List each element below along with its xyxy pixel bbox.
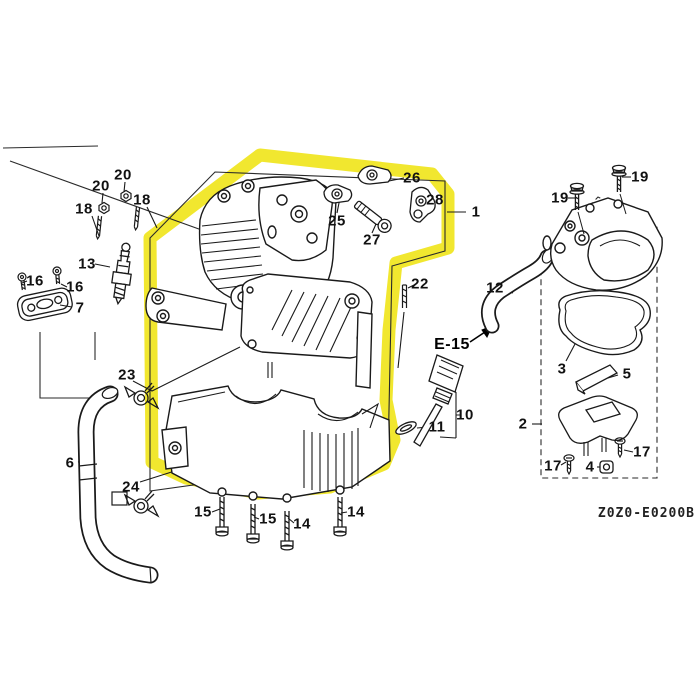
bolt-19-b (611, 164, 627, 193)
part-label-27: 27 (363, 231, 381, 249)
part-label-23: 23 (118, 366, 136, 384)
part-label-5: 5 (622, 365, 632, 383)
spark-plug-art (111, 242, 132, 306)
head-cover-art (542, 193, 663, 291)
part-label-1: 1 (471, 203, 481, 221)
dipstick-art (395, 354, 464, 447)
oil-pan-art (161, 385, 391, 503)
part-label-11: 11 (428, 418, 446, 436)
part-label-4: 4 (585, 458, 595, 476)
bolt-15-b-art (246, 503, 260, 544)
cylinder-block-art (145, 176, 337, 331)
bolt-14-a-art (280, 510, 294, 551)
crankcase-cover-art (240, 273, 373, 389)
part-label-26: 26 (403, 169, 421, 187)
plate-7-art (16, 287, 73, 322)
part-label-24: 24 (122, 478, 140, 496)
nut-20-b (120, 189, 132, 203)
bolt-15-a-art (215, 496, 229, 537)
part-label-15: 15 (259, 510, 277, 528)
part-label-6: 6 (65, 454, 75, 472)
breather-plate-2-art (558, 395, 638, 474)
stud-18-b (133, 206, 141, 231)
part-label-17: 17 (544, 457, 562, 475)
rocker-arm-parts-art (323, 165, 436, 234)
diagram-code: Z0Z0-E0200B (597, 506, 695, 521)
stud-22-art (401, 284, 408, 308)
part-label-25: 25 (328, 212, 346, 230)
part-label-15: 15 (194, 503, 212, 521)
part-label-19: 19 (631, 168, 649, 186)
bolt-16-b (52, 266, 63, 285)
screw-17-b (563, 454, 575, 475)
part-label-22: 22 (411, 275, 429, 293)
part-label-14: 14 (347, 503, 365, 521)
part-label-14: 14 (293, 515, 311, 533)
part-label-12: 12 (486, 279, 504, 297)
sub-group-dashed-box (540, 196, 658, 479)
part-label-7: 7 (75, 299, 85, 317)
part-label-16: 16 (66, 278, 84, 296)
part-label-17: 17 (633, 443, 651, 461)
part-label-19: 19 (551, 189, 569, 207)
part-label-28: 28 (426, 191, 444, 209)
seal-5-art (575, 364, 619, 395)
part-label-10: 10 (456, 406, 474, 424)
part-label-18: 18 (75, 200, 93, 218)
bolt-14-b-art (333, 496, 347, 537)
part-label-16: 16 (26, 272, 44, 290)
part-label-18: 18 (133, 191, 151, 209)
reference-box-lines (2, 145, 658, 492)
engine-reference-label: E-15 (434, 336, 470, 353)
nut-20-a (98, 201, 110, 215)
hose-6-art (77, 385, 159, 584)
part-label-13: 13 (78, 255, 96, 273)
part-label-2: 2 (518, 415, 528, 433)
main-group-box (149, 171, 446, 492)
part-label-20: 20 (92, 177, 110, 195)
gasket-3-art (558, 289, 651, 356)
part-label-3: 3 (557, 360, 567, 378)
part-label-20: 20 (114, 166, 132, 184)
